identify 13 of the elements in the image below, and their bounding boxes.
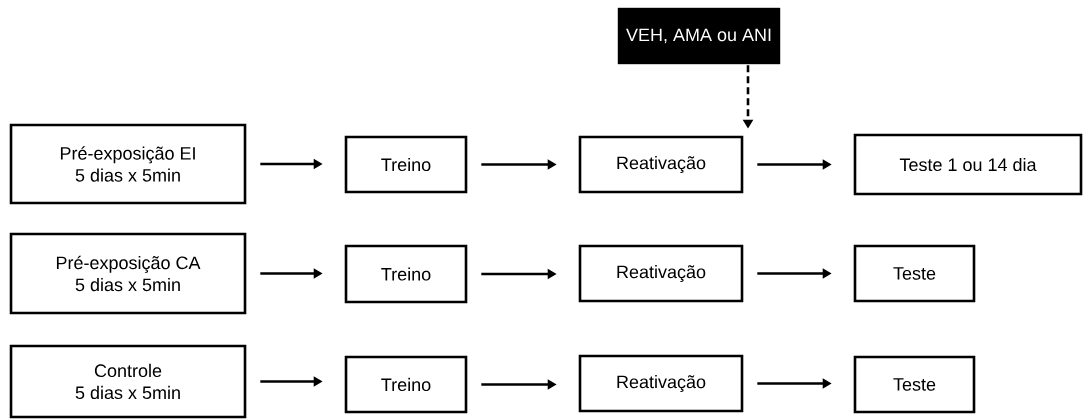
process-box: Teste [853, 355, 976, 414]
process-box: Reativação [578, 354, 744, 413]
process-box: Controle 5 dias x 5min [9, 344, 247, 419]
process-box: Reativação [578, 244, 744, 303]
treatment-box: VEH, AMA ou ANI [617, 7, 781, 65]
process-box: Treino [344, 244, 468, 304]
process-box: Teste 1 ou 14 dia [853, 133, 1083, 196]
process-box: Treino [344, 135, 468, 194]
process-box: Pré-exposição CA 5 dias x 5min [9, 232, 247, 315]
process-box: Pré-exposição EI 5 dias x 5min [9, 123, 247, 205]
process-box: Reativação [578, 135, 744, 194]
process-box: Teste [853, 244, 976, 303]
process-box: Treino [344, 355, 468, 414]
